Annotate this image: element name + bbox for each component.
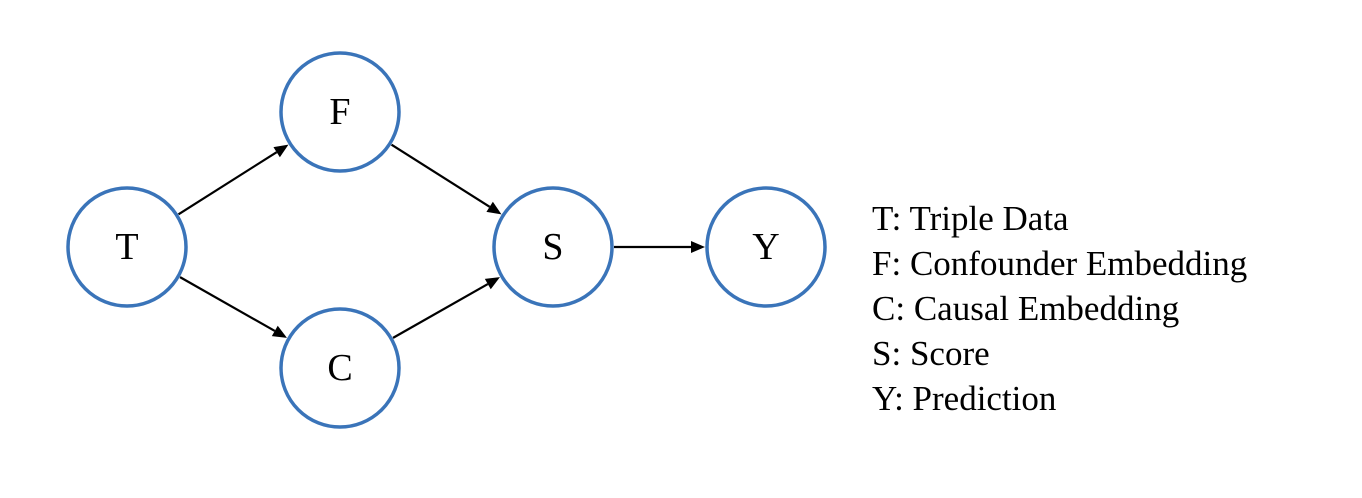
- legend-item-s: S: Score: [872, 334, 990, 373]
- node-circle: [279, 51, 401, 173]
- edge-t-c: [179, 276, 287, 338]
- edge-s-y: [614, 241, 705, 253]
- arrow-head: [271, 325, 287, 338]
- node-label: Y: [752, 226, 779, 268]
- edge-line: [177, 151, 278, 216]
- node-label: S: [542, 226, 563, 268]
- node-c: C: [279, 307, 401, 429]
- edges-layer: [177, 143, 705, 339]
- node-label: T: [115, 226, 138, 268]
- nodes-layer: T F C S Y: [66, 51, 827, 429]
- edge-line: [390, 143, 491, 208]
- node-circle: [705, 186, 827, 308]
- node-circle: [279, 307, 401, 429]
- legend: T: Triple Data F: Confounder Embedding C…: [872, 196, 1352, 421]
- node-circle: [66, 186, 188, 308]
- arrow-head: [691, 241, 705, 253]
- edge-line: [392, 283, 489, 339]
- node-s: S: [492, 186, 614, 308]
- edge-t-f: [177, 144, 289, 216]
- node-t: T: [66, 186, 188, 308]
- edge-c-s: [392, 277, 500, 339]
- edge-line: [179, 276, 276, 332]
- node-circle: [492, 186, 614, 308]
- node-y: Y: [705, 186, 827, 308]
- edge-f-s: [390, 143, 502, 215]
- node-label: C: [327, 347, 352, 389]
- node-f: F: [279, 51, 401, 173]
- legend-item-c: C: Causal Embedding: [872, 289, 1180, 328]
- legend-item-y: Y: Prediction: [872, 379, 1057, 418]
- arrow-head: [273, 144, 289, 158]
- legend-item-f: F: Confounder Embedding: [872, 244, 1248, 283]
- legend-item-t: T: Triple Data: [872, 199, 1069, 238]
- arrow-head: [484, 277, 500, 290]
- arrow-head: [486, 201, 502, 215]
- node-label: F: [329, 91, 350, 133]
